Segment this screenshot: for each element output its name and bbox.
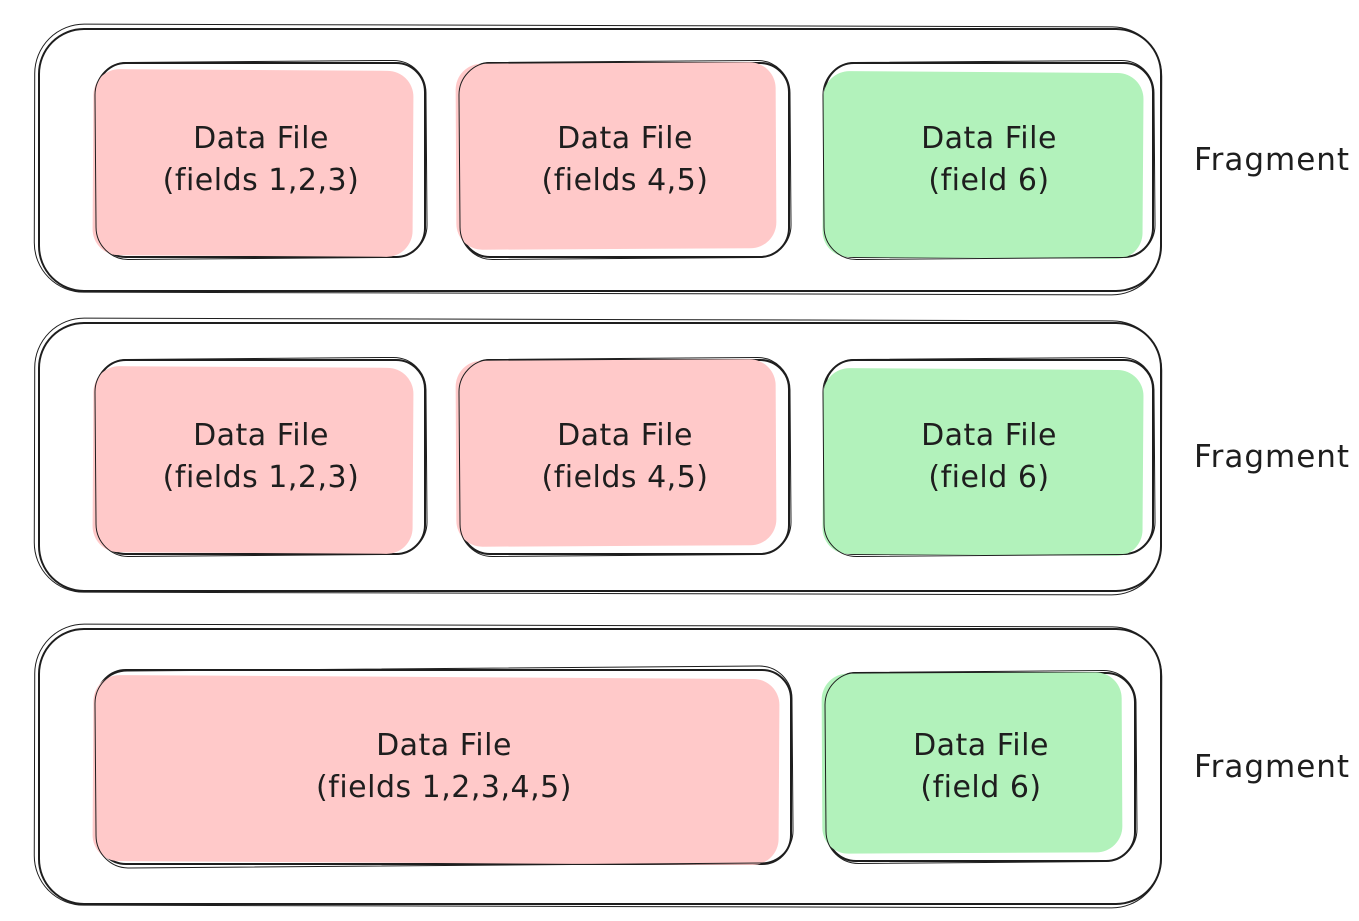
data-file-title: Data File	[193, 121, 329, 156]
data-file-box-wide: Data File (fields 1,2,3,4,5)	[92, 668, 792, 865]
data-file-title: Data File	[376, 727, 512, 763]
data-file-title: Data File	[921, 418, 1057, 453]
data-file-title: Data File	[557, 121, 693, 156]
data-file-subtitle: (fields 1,2,3,4,5)	[316, 769, 572, 805]
fragment-label: Fragment	[1194, 439, 1351, 475]
data-file-subtitle: (fields 4,5)	[541, 163, 709, 198]
data-file-subtitle: (field 6)	[920, 769, 1042, 805]
fragment-row-1: Data File (fields 1,2,3) Data File (fiel…	[38, 28, 1350, 292]
fragment-label: Fragment	[1194, 142, 1351, 178]
data-file-title: Data File	[921, 121, 1057, 156]
data-file-subtitle: (field 6)	[928, 163, 1050, 198]
data-file-subtitle: (field 6)	[928, 460, 1050, 495]
data-file-box: Data File (fields 1,2,3)	[92, 62, 426, 258]
data-file-box: Data File (fields 4,5)	[455, 62, 790, 258]
fragment-row-3: Data File (fields 1,2,3,4,5) Data File (…	[38, 628, 1350, 905]
data-file-title: Data File	[557, 418, 693, 453]
data-file-box: Data File (field 6)	[822, 62, 1154, 260]
data-file-subtitle: (fields 1,2,3)	[162, 163, 360, 198]
data-file-title: Data File	[193, 418, 329, 453]
data-file-box: Data File (field 6)	[821, 671, 1136, 862]
data-file-box: Data File (fields 4,5)	[455, 359, 790, 555]
fragment-container-2: Data File (fields 1,2,3) Data File (fiel…	[38, 322, 1162, 592]
fragment-container-1: Data File (fields 1,2,3) Data File (fiel…	[38, 28, 1162, 292]
data-file-subtitle: (fields 4,5)	[541, 460, 709, 495]
fragment-row-2: Data File (fields 1,2,3) Data File (fiel…	[38, 322, 1350, 592]
data-file-box: Data File (fields 1,2,3)	[92, 359, 426, 555]
data-file-subtitle: (fields 1,2,3)	[162, 460, 360, 495]
fragment-label: Fragment	[1194, 748, 1351, 785]
data-file-title: Data File	[913, 727, 1049, 763]
data-file-box: Data File (field 6)	[822, 359, 1154, 557]
fragment-container-3: Data File (fields 1,2,3,4,5) Data File (…	[38, 628, 1162, 905]
